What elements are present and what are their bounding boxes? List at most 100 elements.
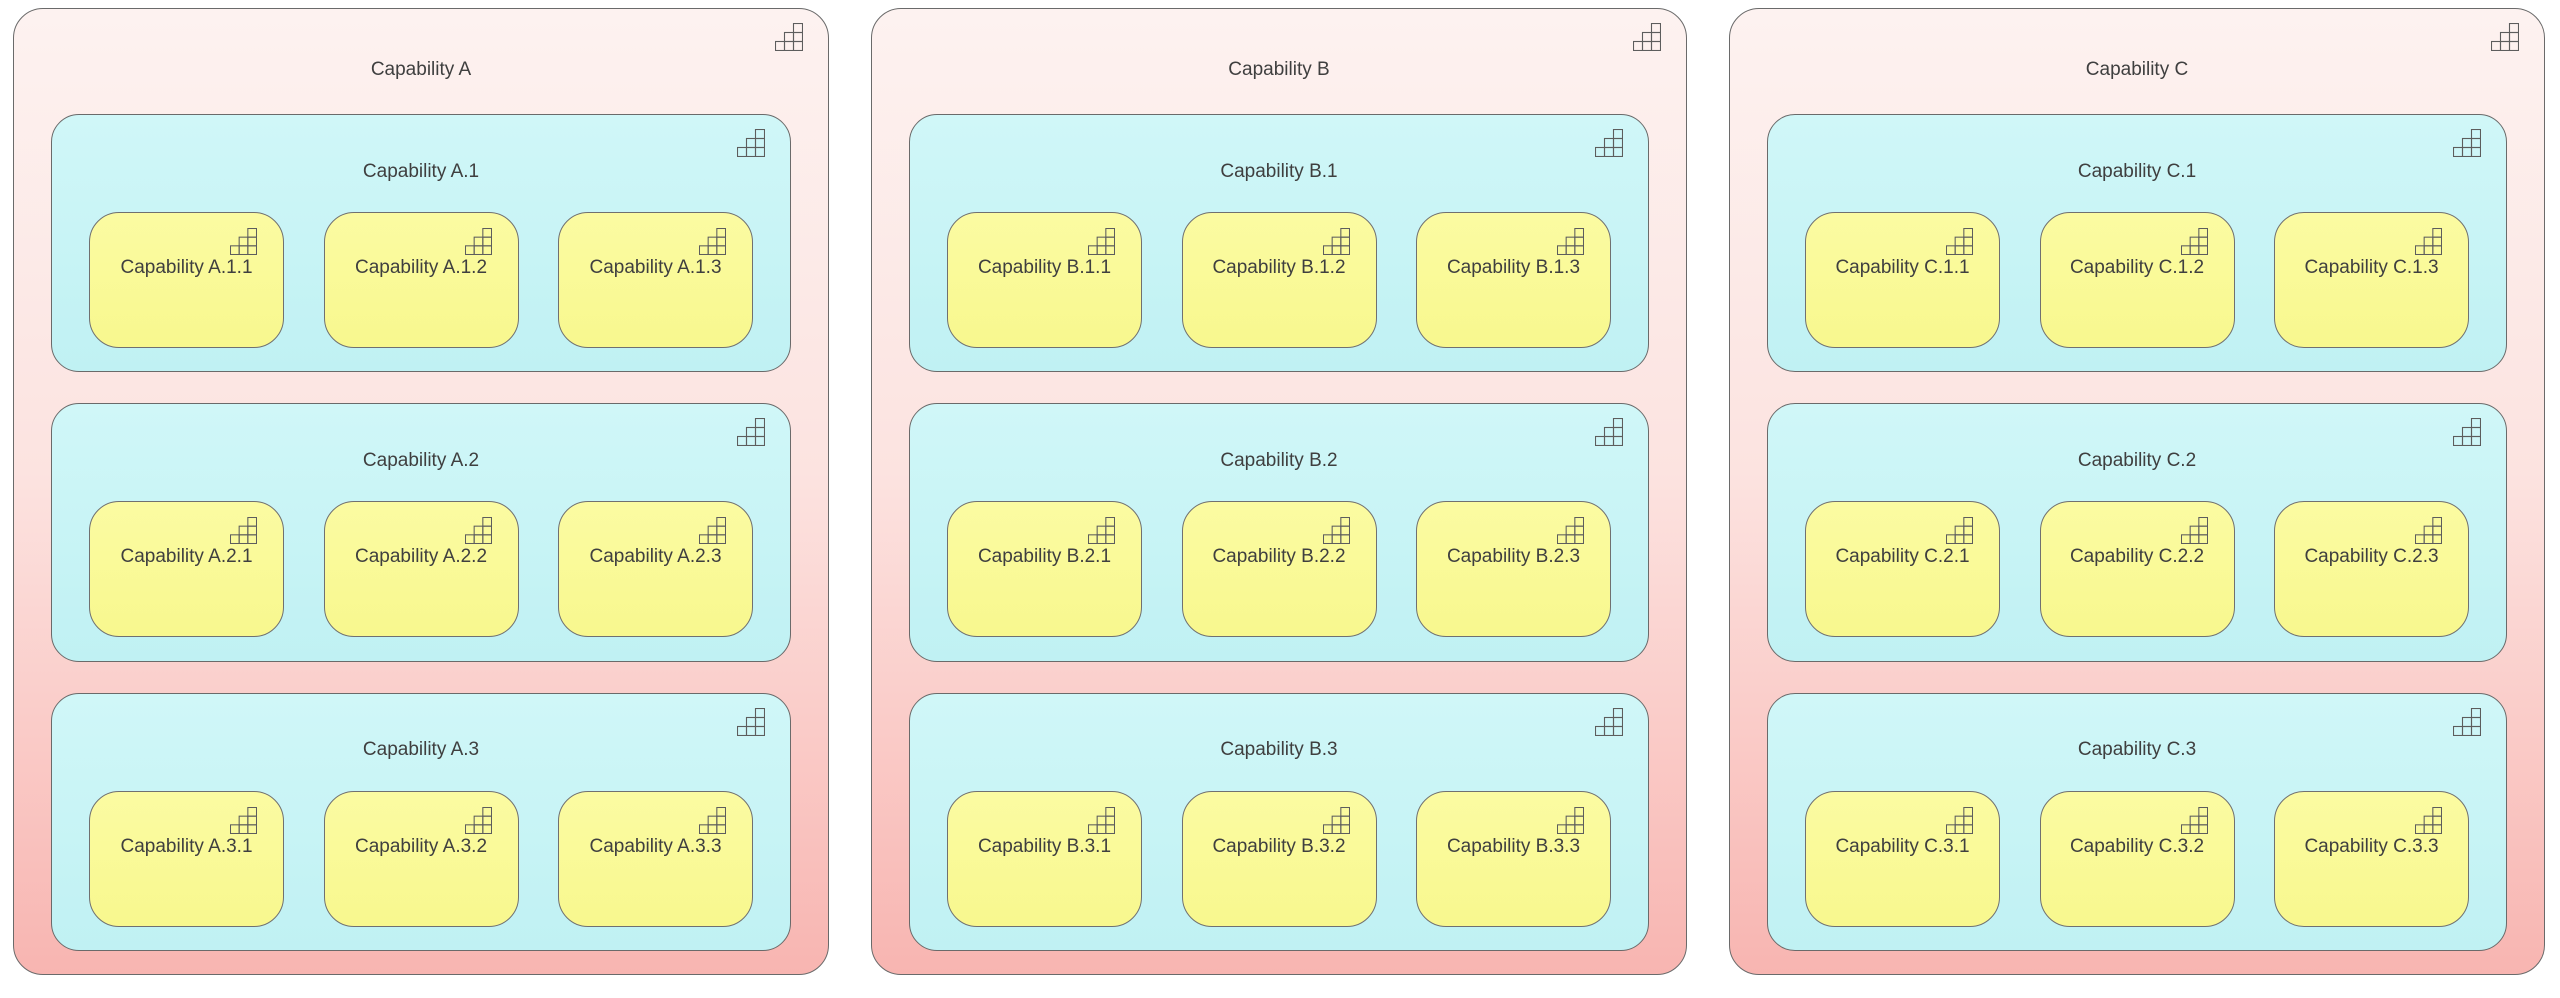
capability-leaf-label: Capability C.1.2 — [2069, 257, 2205, 278]
capability-icon — [230, 228, 257, 255]
leaf-row: Capability B.1.1 Capability B.1.2 Capabi… — [947, 212, 1611, 348]
capability-leaf-label: Capability C.3.1 — [1835, 835, 1970, 857]
capability-leaf-a33[interactable]: Capability A.3.3 — [558, 790, 753, 927]
leaf-row: Capability A.1.1 Capability A.1.2 Capabi… — [89, 212, 753, 348]
capability-group-b1[interactable]: Capability B.1 Capability B.1.1 Capabili… — [909, 114, 1649, 373]
leaf-row: Capability B.3.1 Capability B.3.2 Capabi… — [947, 790, 1611, 927]
capability-leaf-b31[interactable]: Capability B.3.1 — [947, 790, 1142, 927]
capability-leaf-a12[interactable]: Capability A.1.2 — [323, 212, 519, 348]
capability-group-c3[interactable]: Capability C.3 Capability C.3.1 Capabili… — [1767, 692, 2507, 951]
capability-icon — [1323, 228, 1350, 255]
capability-leaf-a32[interactable]: Capability A.3.2 — [323, 790, 519, 927]
capability-leaf-label: Capability B.2.1 — [977, 546, 1112, 568]
capability-leaf-label: Capability A.1.1 — [120, 257, 253, 278]
capability-leaf-label: Capability A.3.2 — [354, 835, 488, 857]
leaf-row: Capability A.2.1 Capability A.2.2 Capabi… — [89, 501, 753, 638]
capability-leaf-c23[interactable]: Capability C.2.3 — [2274, 501, 2469, 638]
capability-group-header: Capability B.2 — [947, 404, 1611, 501]
capability-leaf-c11[interactable]: Capability C.1.1 — [1805, 212, 2000, 348]
capability-icon — [2181, 517, 2208, 544]
capability-leaf-label: Capability C.1.3 — [2304, 257, 2439, 278]
capability-leaf-b21[interactable]: Capability B.2.1 — [947, 501, 1142, 638]
capability-icon — [2181, 228, 2208, 255]
capability-group-b3[interactable]: Capability B.3 Capability B.3.1 Capabili… — [909, 692, 1649, 951]
capability-leaf-c22[interactable]: Capability C.2.2 — [2039, 501, 2235, 638]
capability-leaf-b22[interactable]: Capability B.2.2 — [1181, 501, 1377, 638]
capability-icon — [2415, 807, 2442, 834]
capability-icon — [465, 228, 492, 255]
capability-icon — [1557, 228, 1584, 255]
capability-leaf-b33[interactable]: Capability B.3.3 — [1416, 790, 1611, 927]
capability-group-title: Capability B.1 — [1220, 160, 1338, 182]
group-stack: Capability A.1 Capability A.1.1 Capabili… — [51, 114, 791, 974]
capability-leaf-c33[interactable]: Capability C.3.3 — [2274, 790, 2469, 927]
capability-leaf-label: Capability A.2.2 — [354, 546, 488, 568]
capability-icon — [1557, 517, 1584, 544]
capability-icon — [1323, 517, 1350, 544]
capability-group-a3[interactable]: Capability A.3 Capability A.3.1 Capabili… — [51, 692, 791, 951]
capability-container-header: Capability C — [1767, 9, 2507, 114]
capability-leaf-label: Capability A.2.1 — [120, 546, 253, 568]
capability-container-header: Capability A — [51, 9, 791, 114]
capability-icon — [699, 807, 726, 834]
capability-group-title: Capability C.1 — [2077, 160, 2197, 182]
capability-leaf-label: Capability A.2.3 — [589, 546, 722, 568]
capability-group-a1[interactable]: Capability A.1 Capability A.1.1 Capabili… — [51, 114, 791, 373]
leaf-row: Capability C.2.1 Capability C.2.2 Capabi… — [1805, 501, 2469, 638]
capability-group-header: Capability B.3 — [947, 694, 1611, 791]
capability-icon — [465, 517, 492, 544]
capability-container-a[interactable]: Capability A Capability A.1 Capability A… — [13, 8, 829, 975]
capability-container-title: Capability C — [2085, 58, 2189, 80]
capability-leaf-c21[interactable]: Capability C.2.1 — [1805, 501, 2000, 638]
capability-leaf-label: Capability A.1.3 — [589, 257, 722, 278]
capability-leaf-b12[interactable]: Capability B.1.2 — [1181, 212, 1377, 348]
capability-leaf-label: Capability B.1.1 — [977, 257, 1112, 278]
capability-icon — [230, 517, 257, 544]
capability-leaf-b23[interactable]: Capability B.2.3 — [1416, 501, 1611, 638]
capability-leaf-label: Capability C.2.2 — [2069, 546, 2205, 568]
capability-leaf-a31[interactable]: Capability A.3.1 — [89, 790, 284, 927]
capability-group-a2[interactable]: Capability A.2 Capability A.2.1 Capabili… — [51, 403, 791, 662]
capability-leaf-a22[interactable]: Capability A.2.2 — [323, 501, 519, 638]
capability-group-title: Capability B.3 — [1220, 739, 1338, 761]
capability-icon — [699, 517, 726, 544]
capability-icon — [1946, 228, 1973, 255]
capability-icon — [1088, 807, 1115, 834]
group-stack: Capability C.1 Capability C.1.1 Capabili… — [1767, 114, 2507, 974]
capability-icon — [1088, 517, 1115, 544]
capability-leaf-b32[interactable]: Capability B.3.2 — [1181, 790, 1377, 927]
capability-leaf-c32[interactable]: Capability C.3.2 — [2039, 790, 2235, 927]
capability-icon — [1557, 807, 1584, 834]
capability-icon — [2181, 807, 2208, 834]
capability-leaf-b11[interactable]: Capability B.1.1 — [947, 212, 1142, 348]
capability-leaf-a11[interactable]: Capability A.1.1 — [89, 212, 284, 348]
capability-icon — [465, 807, 492, 834]
capability-leaf-label: Capability B.3.3 — [1446, 835, 1581, 857]
capability-leaf-label: Capability A.3.1 — [120, 835, 253, 857]
capability-group-title: Capability A.1 — [362, 160, 480, 182]
capability-container-b[interactable]: Capability B Capability B.1 Capability B… — [871, 8, 1687, 975]
capability-container-title: Capability A — [370, 58, 472, 80]
capability-group-title: Capability C.3 — [2077, 739, 2197, 761]
capability-leaf-a23[interactable]: Capability A.2.3 — [558, 501, 753, 638]
capability-leaf-b13[interactable]: Capability B.1.3 — [1416, 212, 1611, 348]
capability-leaf-label: Capability B.3.1 — [977, 835, 1112, 857]
capability-leaf-a13[interactable]: Capability A.1.3 — [558, 212, 753, 348]
capability-group-title: Capability A.3 — [362, 739, 480, 761]
capability-leaf-c13[interactable]: Capability C.1.3 — [2274, 212, 2469, 348]
capability-leaf-c12[interactable]: Capability C.1.2 — [2039, 212, 2235, 348]
capability-leaf-label: Capability A.1.2 — [354, 257, 488, 278]
capability-group-header: Capability C.3 — [1805, 694, 2469, 791]
capability-icon — [1323, 807, 1350, 834]
leaf-row: Capability C.3.1 Capability C.3.2 Capabi… — [1805, 790, 2469, 927]
capability-group-b2[interactable]: Capability B.2 Capability B.2.1 Capabili… — [909, 403, 1649, 662]
capability-group-c1[interactable]: Capability C.1 Capability C.1.1 Capabili… — [1767, 114, 2507, 373]
capability-group-c2[interactable]: Capability C.2 Capability C.2.1 Capabili… — [1767, 403, 2507, 662]
capability-leaf-a21[interactable]: Capability A.2.1 — [89, 501, 284, 638]
capability-leaf-c31[interactable]: Capability C.3.1 — [1805, 790, 2000, 927]
capability-icon — [2415, 228, 2442, 255]
capability-leaf-label: Capability C.1.1 — [1835, 257, 1970, 278]
capability-group-header: Capability C.1 — [1805, 115, 2469, 212]
capability-container-c[interactable]: Capability C Capability C.1 Capability C… — [1729, 8, 2545, 975]
